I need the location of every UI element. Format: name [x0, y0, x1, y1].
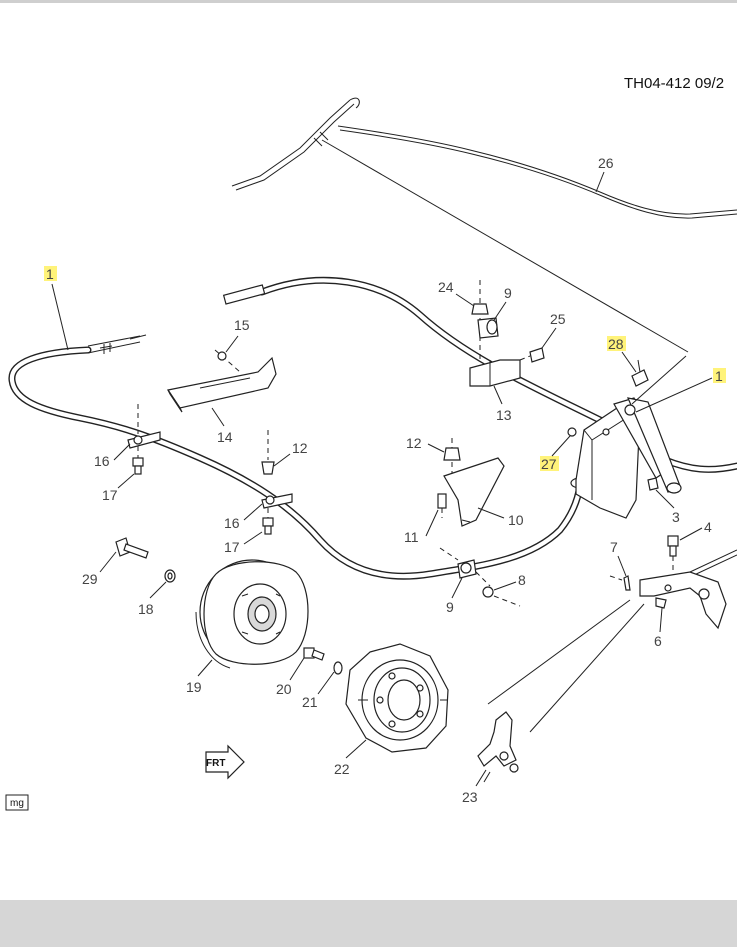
callout-6: 6: [654, 633, 662, 649]
part-16-clip-lower: [261, 430, 293, 535]
leader-26-to-lever: [321, 139, 689, 353]
center-cable: [222, 276, 614, 429]
callout-4: 4: [704, 519, 712, 535]
callout-16-lower: 16: [224, 515, 240, 531]
callout-24: 24: [438, 279, 454, 295]
callout-9-lower: 9: [446, 599, 454, 615]
callout-11: 11: [404, 529, 419, 545]
parking-brake-lever: [575, 397, 682, 519]
top-border: [0, 0, 737, 3]
leader-23-to-bracket: [487, 599, 645, 733]
part-10-bracket: [443, 457, 505, 527]
callout-1-right: 1: [715, 368, 723, 384]
part-6-equalizer-bracket: [639, 571, 727, 630]
part-27-nut: [567, 427, 577, 437]
callout-16-upper: 16: [94, 453, 110, 469]
part-18-washer: [164, 569, 176, 583]
part-9-clip-lower: [439, 547, 491, 587]
callout-14: 14: [217, 429, 233, 445]
part-16-clip-upper: [127, 404, 161, 475]
callout-26: 26: [598, 155, 614, 171]
part-12-nut-center: [443, 438, 461, 474]
callout-12-left: 12: [292, 440, 308, 456]
part-14-bracket: [167, 349, 277, 413]
part-26-cable: [231, 97, 737, 219]
part-25-bolt: [519, 347, 545, 363]
callout-17-lower: 17: [224, 539, 240, 555]
callout-1-left: 1: [46, 266, 54, 282]
callout-27: 27: [541, 456, 557, 472]
callout-28: 28: [608, 336, 624, 352]
callout-10: 10: [508, 512, 524, 528]
front-direction-label: FRT: [206, 758, 225, 769]
part-21-washer: [333, 661, 343, 675]
callout-17-upper: 17: [102, 487, 118, 503]
callout-28-highlight: [607, 336, 626, 351]
part-8-nut: [482, 586, 521, 607]
callout-23: 23: [462, 789, 478, 805]
callout-9-upper: 9: [504, 285, 512, 301]
part-20-bolt: [303, 647, 325, 661]
part-28-clip: [631, 359, 649, 387]
callout-21: 21: [302, 694, 318, 710]
part-19-drum: [195, 559, 309, 669]
callout-15: 15: [234, 317, 250, 333]
callout-22: 22: [334, 761, 350, 777]
mg-stamp-text: mg: [10, 798, 24, 809]
callout-18: 18: [138, 601, 154, 617]
callout-7: 7: [610, 539, 618, 555]
part-7-pin: [609, 575, 631, 591]
callout-20: 20: [276, 681, 292, 697]
front-direction-arrow: FRT: [205, 744, 245, 780]
part-4-bolt: [667, 535, 679, 570]
callout-1-right-highlight: [713, 368, 726, 383]
callouts: 1 1 3 4 6 7 8 9 9 10 11 12: [44, 155, 726, 805]
callout-19: 19: [186, 679, 202, 695]
right-cable: [661, 456, 737, 577]
part-29-bolt: [115, 537, 149, 559]
reference-code: TH04-412 09/2: [624, 75, 724, 92]
leader-lever-diag: [631, 355, 687, 405]
callout-25: 25: [550, 311, 566, 327]
callout-13: 13: [496, 407, 512, 423]
bottom-panel: [0, 900, 737, 947]
part-11-bolt: [437, 493, 447, 518]
part-23-lever: [477, 711, 519, 783]
callout-29: 29: [82, 571, 98, 587]
mg-stamp: mg: [5, 794, 29, 811]
callout-27-highlight: [540, 456, 559, 471]
callout-3: 3: [672, 509, 680, 525]
callout-8: 8: [518, 572, 526, 588]
part-24-nut: [471, 280, 489, 360]
callout-1-left-highlight: [44, 266, 57, 281]
part-9-clip-upper: [477, 317, 499, 339]
callout-12-center: 12: [406, 435, 422, 451]
part-13-bracket: [469, 359, 521, 387]
part-22-brake-shoe: [345, 643, 449, 753]
